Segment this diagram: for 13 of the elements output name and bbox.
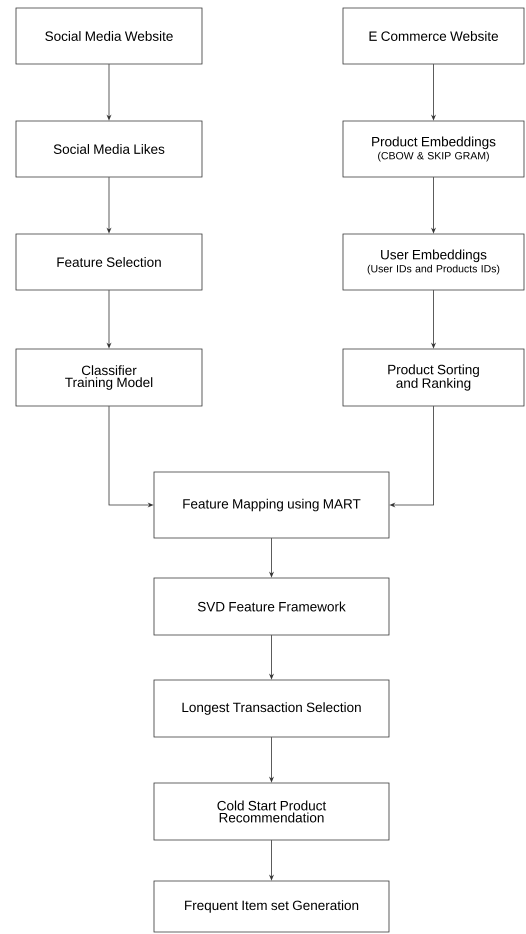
- process-box: Classifier Training Model: [16, 348, 202, 406]
- process-box: Feature Selection: [16, 234, 202, 290]
- process-box: Product Sorting and Ranking: [342, 348, 524, 406]
- process-box: SVD Feature Framework: [154, 578, 390, 636]
- process-box: Frequent Item set Generation: [154, 880, 390, 932]
- process-box: Social Media Website: [16, 8, 202, 64]
- process-box: Cold Start Product Recommendation: [154, 782, 390, 840]
- process-box: E Commerce Website: [342, 8, 524, 64]
- process-box: User Embeddings (User IDs and Products IDs): [342, 234, 524, 290]
- process-box: Longest Transaction Selection: [154, 680, 390, 738]
- process-box: Feature Mapping using MART: [154, 472, 390, 538]
- process-box: Product Embeddings (CBOW & SKIP GRAM): [342, 120, 524, 178]
- process-box: Social Media Likes: [16, 120, 202, 178]
